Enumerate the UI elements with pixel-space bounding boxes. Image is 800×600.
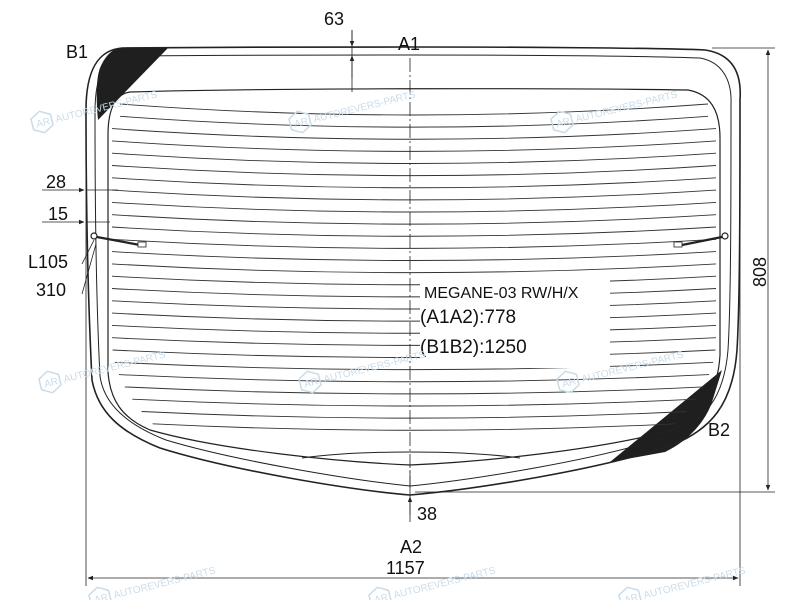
- watermark-logo-icon: [288, 110, 312, 134]
- dim-left-15-label: 15: [48, 204, 68, 224]
- point-b1-label: B1: [66, 42, 88, 62]
- heater-line: [111, 238, 717, 249]
- watermark-text: AUTOREVERS-PARTS: [63, 349, 167, 385]
- watermark-logo-icon: [618, 586, 642, 600]
- watermark-logo-icon: [88, 586, 112, 600]
- dim-left-310-label: 310: [36, 280, 66, 300]
- watermark-logo-text: AR: [293, 116, 309, 130]
- spec-b1b2: (B1B2):1250: [420, 337, 527, 358]
- dim-left-310: [81, 243, 97, 295]
- dim-width: [85, 100, 741, 586]
- heater-line: [141, 411, 687, 419]
- dim-height-label: 808: [750, 257, 770, 287]
- heater-line: [111, 300, 717, 310]
- dark-corner-b2: [610, 370, 722, 462]
- heater-line: [111, 263, 717, 274]
- dim-width-label: 1157: [386, 558, 425, 578]
- point-a2-label: A2: [400, 537, 422, 557]
- spec-panel: [420, 280, 610, 368]
- watermark-text: AUTOREVERS-PARTS: [313, 89, 417, 125]
- watermark-logo-icon: [556, 370, 580, 394]
- dim-height: [415, 47, 775, 493]
- watermark-logo-icon: [368, 586, 392, 600]
- watermark-mark: AR AUTOREVERS-PARTS: [88, 565, 217, 600]
- spec-a1a2: (A1A2):778: [420, 307, 516, 328]
- glass-outline-inner: [94, 54, 732, 487]
- watermark-mark: AR AUTOREVERS-PARTS: [618, 565, 747, 600]
- heater-line: [114, 361, 714, 371]
- heater-line: [111, 324, 717, 334]
- watermark-text: AUTOREVERS-PARTS: [643, 565, 747, 600]
- heater-bus-bottom: [301, 451, 521, 459]
- heater-line: [111, 312, 717, 322]
- heater-lines: [111, 103, 717, 431]
- heater-line: [111, 152, 717, 164]
- watermark-logo-text: AR: [93, 592, 109, 600]
- heater-line: [112, 349, 716, 358]
- watermark-text: AUTOREVERS-PARTS: [113, 565, 217, 600]
- point-a1-label: A1: [398, 34, 420, 54]
- dim-left-l105: [81, 239, 95, 265]
- dim-left-l105-label: L105: [28, 252, 68, 272]
- watermark-logo-icon: [30, 110, 54, 134]
- heater-line: [111, 128, 717, 140]
- heater-line: [111, 251, 717, 261]
- heater-line: [124, 386, 704, 395]
- heater-line: [111, 226, 717, 237]
- watermark-logo-text: AR: [623, 592, 639, 600]
- dim-left-28-label: 28: [46, 172, 66, 192]
- watermark-logo-icon: [298, 370, 322, 394]
- heater-line: [111, 201, 717, 213]
- heater-line: [111, 165, 717, 177]
- watermark-logo-icon: [550, 110, 574, 134]
- dim-top-offset-label: 63: [324, 9, 344, 29]
- watermark-logo-text: AR: [373, 592, 389, 600]
- model-code: MEGANE-03 RW/H/X: [424, 285, 579, 302]
- heater-line: [111, 288, 717, 298]
- watermark-logo-icon: [38, 370, 62, 394]
- heater-line: [111, 140, 717, 152]
- watermark-logo-text: AR: [303, 376, 319, 390]
- heater-line: [111, 177, 717, 189]
- heater-line: [111, 275, 717, 286]
- watermark-text: AUTOREVERS-PARTS: [323, 349, 427, 385]
- heater-line: [152, 423, 676, 431]
- watermark-logo-text: AR: [561, 376, 577, 390]
- dim-bottom-offset-label: 38: [417, 504, 437, 524]
- heater-line: [119, 103, 709, 116]
- connector-right: [673, 232, 729, 248]
- heater-line: [119, 115, 709, 128]
- heater-line: [118, 374, 710, 383]
- glass-outline-outer: [85, 46, 742, 496]
- heater-line: [111, 189, 717, 201]
- point-b2-label: B2: [708, 420, 730, 440]
- heating-area-border: [107, 88, 721, 466]
- watermark-logo-text: AR: [555, 116, 571, 130]
- heater-line: [111, 214, 717, 225]
- connector-left: [90, 232, 147, 248]
- heater-line: [132, 398, 696, 407]
- watermark-logo-text: AR: [35, 116, 51, 130]
- heater-line: [111, 337, 717, 346]
- watermark-logo-text: AR: [43, 376, 59, 390]
